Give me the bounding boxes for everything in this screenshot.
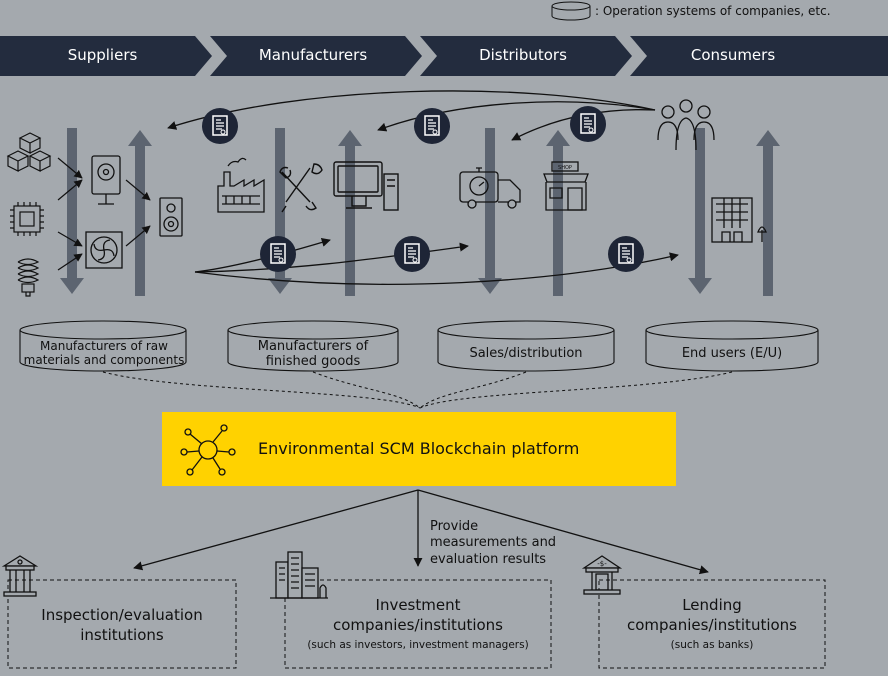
shop-icon: SHOP	[543, 161, 589, 211]
computer-icon	[333, 161, 399, 211]
institution-lending: Lending companies/institutions (such as …	[599, 596, 825, 651]
provide-line: evaluation results	[430, 551, 547, 567]
system-label-end-users: End users (E/U)	[681, 346, 783, 361]
stopwatch-truck-icon	[459, 167, 521, 209]
document-token-icons	[202, 106, 644, 272]
institution-subtitle: (such as banks)	[670, 639, 754, 651]
system-label-sales: Sales/distribution	[469, 346, 583, 361]
banner-distributors	[420, 36, 632, 76]
institution-inspection: Inspection/evaluation institutions	[8, 606, 236, 645]
system-label-line: materials and components	[23, 352, 185, 367]
provide-line: measurements and	[430, 535, 557, 551]
people-icon	[657, 99, 715, 151]
vertical-flow-arrows	[60, 128, 780, 296]
platform-label: Environmental SCM Blockchain platform	[258, 439, 580, 458]
stage-label-consumers: Consumers	[690, 46, 776, 64]
cubes-icon	[6, 132, 52, 172]
system-label-line: Manufacturers of raw	[40, 339, 168, 353]
banner-suppliers	[0, 36, 212, 76]
stage-banners	[0, 36, 888, 76]
institution-investment: Investment companies/institutions (such …	[285, 596, 551, 651]
banner-manufacturers	[210, 36, 422, 76]
system-label-finished-goods: Manufacturers of finished goods	[228, 339, 398, 370]
institution-building-icon	[1, 555, 39, 597]
chip-icon	[10, 202, 44, 236]
institution-title: companies/institutions	[333, 615, 503, 634]
system-cylinders	[19, 320, 819, 372]
stage-label-manufacturers: Manufacturers	[258, 46, 368, 64]
skyscraper-icon	[270, 551, 328, 599]
institution-title: Investment	[375, 596, 461, 614]
bank-icon: -$-	[581, 555, 623, 595]
svg-text:-$-: -$-	[597, 560, 607, 568]
system-label-raw-materials: Manufacturers of raw materials and compo…	[18, 339, 190, 368]
institution-title: companies/institutions	[627, 615, 797, 634]
provide-line: Provide	[430, 519, 479, 534]
speaker-icon	[159, 197, 183, 237]
office-building-icon	[711, 197, 767, 243]
system-label-line: Manufacturers of	[257, 339, 369, 354]
result-arrows	[133, 489, 709, 575]
system-label-line: finished goods	[265, 353, 361, 369]
factory-icon	[217, 157, 265, 213]
legend-cylinder-icon	[551, 1, 591, 21]
hard-drive-icon	[91, 155, 121, 205]
svg-text:SHOP: SHOP	[558, 165, 572, 171]
institution-subtitle: (such as investors, investment managers)	[307, 639, 529, 651]
bulb-icon	[17, 258, 40, 297]
institution-title: Inspection/evaluation	[41, 606, 203, 624]
stage-label-distributors: Distributors	[479, 46, 567, 64]
network-hub-icon	[180, 424, 236, 476]
legend-label: : Operation systems of companies, etc.	[595, 4, 831, 18]
institution-boxes	[7, 579, 826, 669]
institution-title: institutions	[80, 625, 164, 644]
fan-icon	[85, 231, 123, 269]
platform-connections	[102, 371, 733, 409]
provide-label: Provide measurements and evaluation resu…	[430, 519, 556, 568]
supplier-input-arrows	[57, 157, 151, 271]
tools-icon	[279, 163, 323, 213]
banner-consumers	[630, 36, 888, 76]
institution-title: Lending	[682, 596, 742, 614]
stage-label-suppliers: Suppliers	[67, 46, 138, 64]
platform-box	[162, 412, 676, 486]
